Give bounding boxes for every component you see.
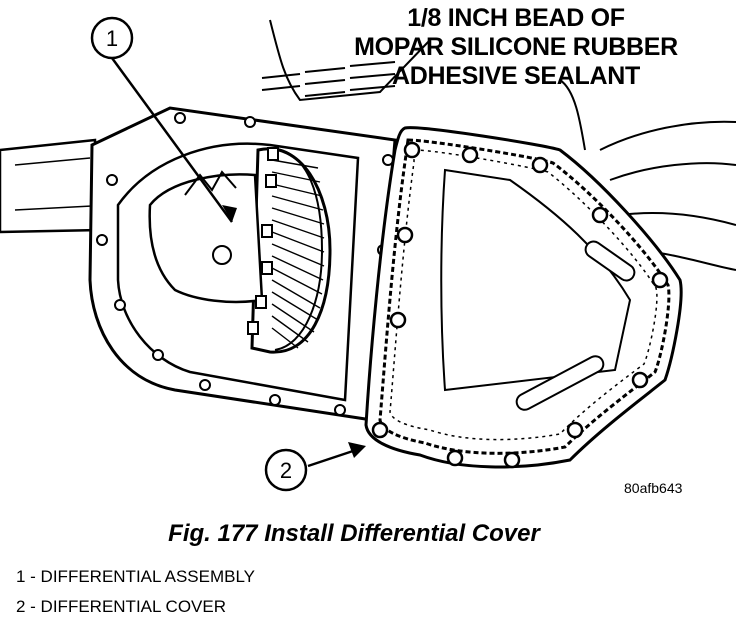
callout-1-leader — [110, 57, 234, 223]
sealant-bead — [378, 138, 671, 455]
differential-cover — [364, 126, 683, 469]
cover-slot-lower — [515, 355, 605, 411]
callout-2-leader — [307, 448, 357, 468]
differential-assembly — [148, 147, 332, 354]
legend-item-differential-cover: 2 - DIFFERENTIAL COVER — [16, 597, 227, 616]
figure-code: 80afb643 — [624, 480, 683, 496]
cover-slot-upper — [584, 240, 636, 282]
sealant-bead-inner — [389, 149, 658, 441]
figure-caption: Fig. 177 Install Differential Cover — [168, 520, 540, 547]
sealant-note-line-1: 1/8 INCH BEAD OF — [407, 4, 625, 32]
axle-tube — [0, 138, 102, 234]
sealant-note-line-2: MOPAR SILICONE RUBBER — [354, 33, 678, 61]
differential-cover-illustration: 1 2 — [0, 16, 736, 492]
sealant-note-line-3: ADHESIVE SEALANT — [391, 62, 640, 90]
callout-2-circle — [264, 448, 308, 492]
callout-1-number: 1 — [106, 26, 118, 51]
housing-vent-grille — [261, 61, 396, 97]
sealant-callout-note: 1/8 INCH BEAD OF MOPAR SILICONE RUBBER A… — [330, 4, 702, 91]
callout-2-number: 2 — [280, 458, 292, 483]
hand-outline — [599, 120, 736, 271]
legend-item-differential-assembly: 1 - DIFFERENTIAL ASSEMBLY — [16, 567, 256, 586]
